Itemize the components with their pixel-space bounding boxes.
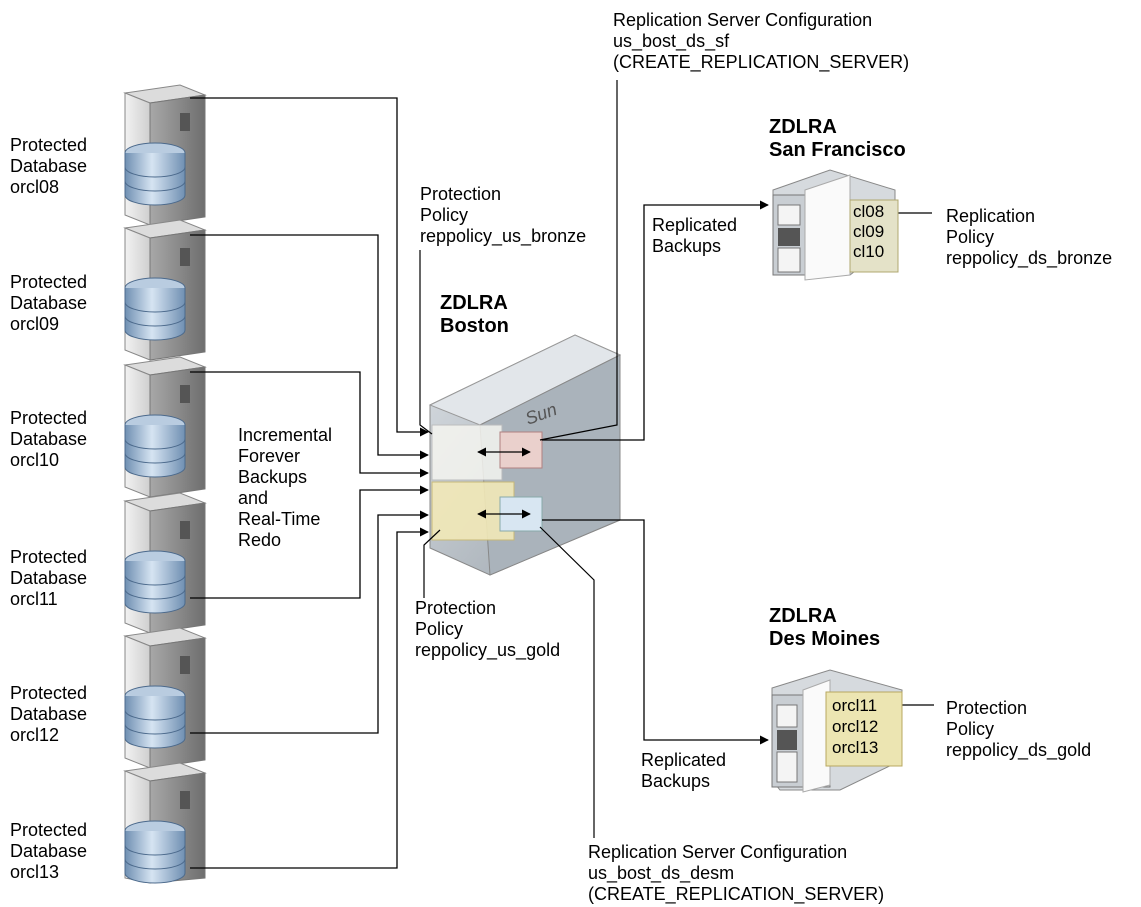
database-label-line: Protected <box>10 820 88 840</box>
database-label-orcl08: Protected Database orcl08 <box>10 135 87 198</box>
des-moines-title: ZDLRA Des Moines <box>769 605 880 651</box>
server-icon <box>123 492 207 634</box>
database-label-orcl13: Protected Database orcl13 <box>10 820 87 883</box>
database-label-line: Database <box>10 568 88 588</box>
sf-db-item: cl08 <box>853 202 885 221</box>
boston-title-line: Boston <box>440 315 509 337</box>
dm-title-line: Des Moines <box>769 628 881 650</box>
dm-database-list: orcl11 orcl12 orcl13 <box>832 695 878 758</box>
policy-bronze-label: Protection Policy reppolicy_us_bronze <box>420 184 586 247</box>
replication-server-desm-label: Replication Server Configuration us_bost… <box>588 842 884 905</box>
backups-label-line: and <box>238 488 269 508</box>
sf-title-line: San Francisco <box>769 139 906 161</box>
policy-label-line: reppolicy_us_gold <box>415 640 561 660</box>
database-label-line: orcl10 <box>10 450 60 470</box>
sf-db-item: cl09 <box>853 222 885 241</box>
replication-server-line: Replication Server Configuration <box>613 10 873 30</box>
database-label-orcl12: Protected Database orcl12 <box>10 683 87 746</box>
replication-connectors <box>542 200 769 745</box>
database-label-line: orcl09 <box>10 314 60 334</box>
dm-db-item: orcl13 <box>832 738 879 757</box>
server-icon <box>123 219 207 361</box>
backups-label-line: Redo <box>238 530 282 550</box>
database-label-line: orcl08 <box>10 177 60 197</box>
server-icon <box>123 627 207 769</box>
des-moines-rack-icon <box>771 669 903 793</box>
dm-title-line: ZDLRA <box>769 605 837 627</box>
replication-server-line: us_bost_ds_desm <box>588 863 735 883</box>
server-icon <box>123 84 207 226</box>
boston-rack-icon: Sun <box>428 334 622 576</box>
backups-label: Incremental Forever Backups and Real-Tim… <box>238 425 332 551</box>
database-label-line: orcl11 <box>10 589 58 609</box>
database-label-line: Database <box>10 429 88 449</box>
replicated-line: Backups <box>652 236 722 256</box>
san-francisco-rack-icon <box>772 169 899 281</box>
boston-title-line: ZDLRA <box>440 292 508 314</box>
policy-label-line: Protection <box>420 184 502 204</box>
sf-title-line: ZDLRA <box>769 116 837 138</box>
dm-db-item: orcl12 <box>832 717 879 736</box>
database-label-orcl11: Protected Database orcl11 <box>10 547 87 610</box>
server-icon <box>123 762 207 884</box>
policy-label-line: reppolicy_us_bronze <box>420 226 587 246</box>
policy-label-line: Protection <box>946 698 1028 718</box>
backups-label-line: Backups <box>238 467 308 487</box>
dm-protection-policy-label: Protection Policy reppolicy_ds_gold <box>946 698 1091 761</box>
database-label-orcl09: Protected Database orcl09 <box>10 272 87 335</box>
replication-server-line: (CREATE_REPLICATION_SERVER) <box>613 52 910 72</box>
replication-server-line: us_bost_ds_sf <box>613 31 730 51</box>
boston-internal-arrows <box>477 447 531 519</box>
boston-title: ZDLRA Boston <box>440 292 509 338</box>
dm-replicated-backups-label: Replicated Backups <box>641 750 726 792</box>
database-label-line: orcl13 <box>10 862 60 882</box>
database-label-line: Database <box>10 293 88 313</box>
policy-label-line: Policy <box>415 619 464 639</box>
backup-connectors <box>190 97 429 869</box>
san-francisco-title: ZDLRA San Francisco <box>769 116 906 162</box>
database-label-line: Database <box>10 704 88 724</box>
server-icon <box>123 356 207 498</box>
database-label-line: Database <box>10 156 88 176</box>
replication-server-line: Replication Server Configuration <box>588 842 848 862</box>
policy-label-line: Replication <box>946 206 1036 226</box>
sf-replication-policy-label: Replication Policy reppolicy_ds_bronze <box>946 206 1112 269</box>
database-label-orcl10: Protected Database orcl10 <box>10 408 87 471</box>
database-label-line: Protected <box>10 408 88 428</box>
replicated-line: Replicated <box>641 750 727 770</box>
sf-replicated-backups-label: Replicated Backups <box>652 215 737 257</box>
database-label-line: Protected <box>10 683 88 703</box>
replicated-line: Backups <box>641 771 711 791</box>
policy-label-line: reppolicy_ds_gold <box>946 740 1092 760</box>
policy-label-line: Policy <box>946 719 995 739</box>
backups-label-line: Real-Time <box>238 509 321 529</box>
policy-label-line: Policy <box>420 205 469 225</box>
dm-db-item: orcl11 <box>832 696 878 715</box>
backups-label-line: Forever <box>238 446 301 466</box>
policy-label-line: Policy <box>946 227 995 247</box>
database-label-line: Protected <box>10 272 88 292</box>
policy-label-line: reppolicy_ds_bronze <box>946 248 1113 268</box>
pointer-lines <box>419 80 934 838</box>
replicated-line: Replicated <box>652 215 738 235</box>
policy-label-line: Protection <box>415 598 497 618</box>
backups-label-line: Incremental <box>238 425 333 445</box>
policy-gold-label: Protection Policy reppolicy_us_gold <box>415 598 560 661</box>
sf-db-item: cl10 <box>853 242 885 261</box>
replication-server-line: (CREATE_REPLICATION_SERVER) <box>588 884 885 904</box>
database-label-line: Protected <box>10 547 88 567</box>
database-label-line: orcl12 <box>10 725 60 745</box>
database-label-line: Protected <box>10 135 88 155</box>
sf-database-list: cl08 cl09 cl10 <box>853 202 884 262</box>
replication-server-sf-label: Replication Server Configuration us_bost… <box>613 10 909 73</box>
protected-database-icons <box>123 84 207 884</box>
database-label-line: Database <box>10 841 88 861</box>
